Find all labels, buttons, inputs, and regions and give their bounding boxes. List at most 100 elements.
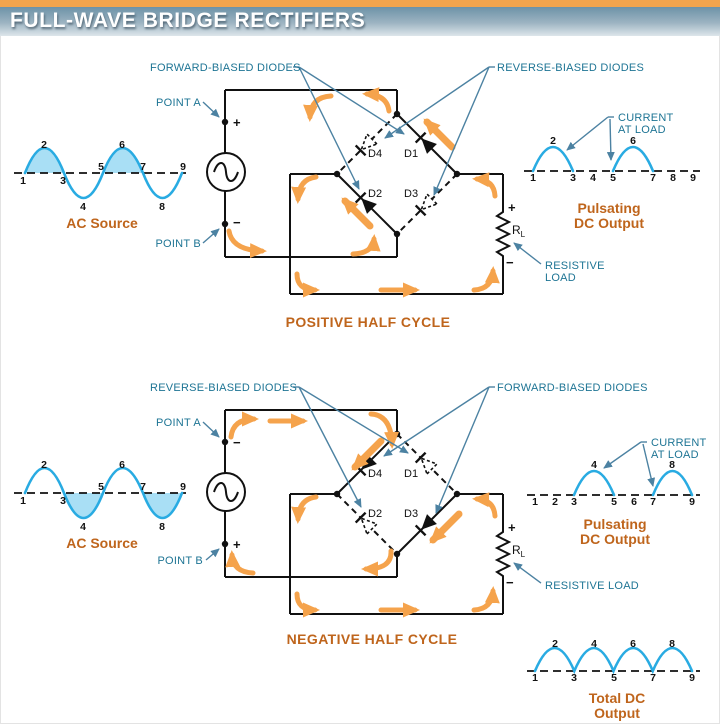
pointer-to-point-b	[202, 228, 220, 244]
point-b-label: POINT B	[155, 238, 201, 250]
pointer-to-d1	[298, 66, 405, 135]
header-accent-strip	[0, 0, 720, 7]
current-arrow	[303, 93, 334, 122]
node-left	[333, 170, 341, 178]
pointer-to-d3	[433, 66, 490, 196]
tick: 5	[610, 172, 616, 184]
point-a-sign: +	[233, 115, 241, 130]
forward-biased-label: FORWARD-BIASED DIODES	[150, 62, 301, 74]
tick: 2	[41, 459, 47, 471]
tick: 5	[611, 496, 617, 508]
point-b-sign: +	[233, 537, 241, 552]
ac-source-wave-negative: 1 2 3 4 5 6 7 8 9 AC Source	[14, 459, 186, 551]
pointer-to-hump2	[606, 118, 615, 161]
node-right	[453, 170, 461, 178]
node-right	[453, 490, 461, 498]
ac-source-symbol	[206, 152, 246, 192]
node-point-b	[221, 220, 229, 228]
tick: 3	[60, 175, 66, 187]
tick: 7	[650, 672, 656, 684]
peak-tick: 2	[550, 135, 556, 147]
peak-tick: 6	[630, 638, 636, 650]
total-dc-label: Total DC	[589, 690, 646, 706]
negative-half-cycle-caption: NEGATIVE HALF CYCLE	[287, 631, 458, 647]
pointer-to-resistor	[513, 242, 542, 265]
diode-triangle	[360, 132, 379, 151]
tick: 8	[159, 521, 165, 533]
current-arrow	[471, 266, 500, 293]
title-bar: FULL-WAVE BRIDGE RECTIFIERS	[0, 7, 720, 36]
diode-triangle	[421, 138, 437, 154]
node-left	[333, 490, 341, 498]
pointer-to-d1	[298, 386, 409, 454]
tick: 1	[532, 672, 538, 684]
load-sub: L	[521, 550, 526, 559]
pointer-to-d4	[383, 386, 490, 457]
positive-half-cycle-caption: POSITIVE HALF CYCLE	[286, 314, 451, 330]
pointer-to-resistor	[513, 562, 542, 584]
positive-circuit: FORWARD-BIASED DIODES REVERSE-BIASED DIO…	[150, 62, 644, 330]
tick: 5	[98, 481, 104, 493]
pointer-to-point-a	[202, 421, 220, 438]
tick: 7	[140, 481, 146, 493]
pulsating-dc-label: DC Output	[580, 531, 650, 547]
node-bottom	[393, 550, 401, 558]
current-arrow	[291, 174, 319, 204]
current-arrow	[361, 548, 394, 577]
point-a-label: POINT A	[156, 417, 201, 429]
point-a-sign: −	[233, 435, 241, 450]
hump	[531, 145, 575, 173]
point-b-label: POINT B	[157, 555, 203, 567]
tick: 9	[180, 161, 186, 173]
tick: 4	[80, 201, 86, 213]
tick: 6	[119, 139, 125, 151]
tick: 3	[570, 172, 576, 184]
peak-tick: 8	[669, 638, 675, 650]
sine-glyph	[213, 162, 239, 182]
resistive-load-label: RESISTIVE	[545, 260, 605, 272]
tick: 9	[180, 481, 186, 493]
tick: 6	[631, 496, 637, 508]
tick: 5	[98, 161, 104, 173]
current-arrow-d1	[423, 118, 456, 151]
pulsating-dc-label: DC Output	[574, 215, 644, 231]
peak-tick: 4	[591, 638, 597, 650]
hump	[611, 145, 655, 173]
node-bottom	[393, 230, 401, 238]
pointer-to-point-a	[202, 101, 220, 118]
current-arrow-d4	[351, 437, 385, 471]
pointer-to-point-b	[205, 548, 220, 561]
tick: 9	[689, 672, 695, 684]
total-dc-output: 1 3 5 7 9 2 4 6 8 Total DC Output	[527, 638, 700, 721]
tick: 1	[20, 495, 26, 507]
point-b-sign: −	[233, 215, 241, 230]
diode-d2	[354, 191, 377, 214]
diode-d3	[414, 514, 437, 537]
current-arrow	[471, 586, 500, 613]
diode-d1	[414, 131, 437, 154]
current-arrow	[225, 550, 256, 576]
sine-glyph	[213, 482, 239, 502]
tick: 9	[689, 496, 695, 508]
diode-bar	[354, 511, 367, 524]
peak-tick: 4	[591, 459, 597, 471]
load-r: R	[512, 543, 521, 557]
d3-label: D3	[404, 188, 418, 200]
current-at-load-label: CURRENT	[618, 112, 674, 124]
pointer-to-d2	[298, 66, 360, 190]
diode-d2	[354, 511, 379, 536]
tick: 7	[650, 172, 656, 184]
reverse-biased-label: REVERSE-BIASED DIODES	[497, 62, 644, 74]
tick: 9	[690, 172, 696, 184]
diode-triangle	[420, 457, 439, 476]
tick: 3	[571, 496, 577, 508]
load-minus: −	[506, 575, 514, 590]
pointer-to-d4	[384, 66, 490, 139]
tick: 8	[159, 201, 165, 213]
node-top	[393, 110, 401, 118]
load-wires	[289, 493, 504, 615]
tick: 4	[80, 521, 86, 533]
diode-triangle	[421, 514, 437, 530]
